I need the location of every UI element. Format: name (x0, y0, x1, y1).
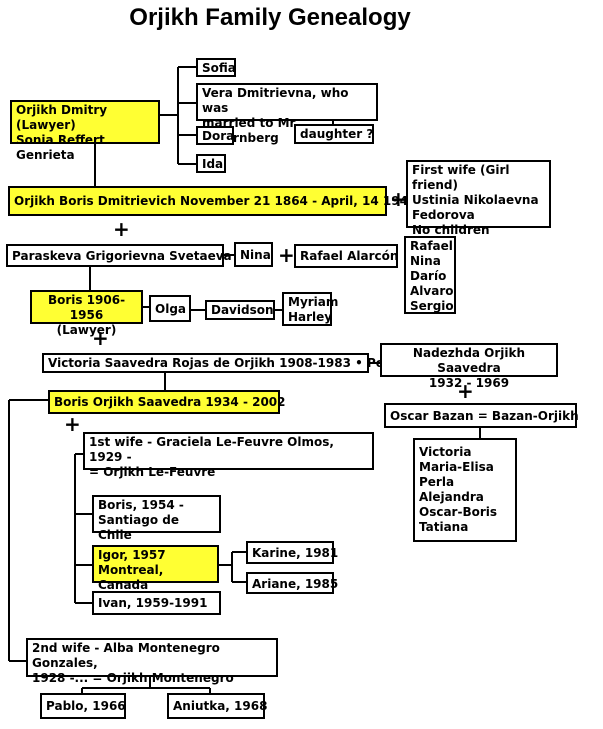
person-vera-dmitrievna: Vera Dmitrievna, who was married to Mr. … (196, 83, 378, 145)
person-oscar-bazan: Oscar Bazan = Bazan-Orjikh (384, 403, 579, 428)
person-dora: Dora (196, 126, 234, 145)
person-orjikh-dmitry: Orjikh Dmitry (Lawyer) Sonia Reffert Gen… (10, 100, 160, 162)
person-paraskeva-svetaeva: Paraskeva Grigorievna Svetaeva (6, 244, 232, 267)
plus-sign: + (64, 412, 81, 436)
person-nina: Nina (234, 242, 273, 267)
person-ivan-1959: Ivan, 1959-1991 (92, 591, 221, 615)
person-boris-1954: Boris, 1954 - Santiago de Chile (92, 495, 221, 542)
person-aniutka-1968: Aniutka, 1968 (167, 693, 267, 719)
plus-sign: + (390, 187, 407, 211)
person-sofia: Sofia (196, 58, 236, 77)
person-myriam-harley: Myriam Harley (282, 292, 338, 326)
person-rafael-alarcon: Rafael Alarcón (294, 244, 398, 268)
person-alba-montenegro: 2nd wife - Alba Montenegro Gonzales, 192… (26, 638, 278, 685)
plus-sign: + (92, 326, 109, 350)
person-davidson: Davidson (205, 300, 275, 320)
person-ida: Ida (196, 154, 226, 173)
person-pablo-1966: Pablo, 1966 (40, 693, 126, 719)
page-title: Orjikh Family Genealogy (129, 4, 411, 31)
person-orjikh-boris-dmitrievich: Orjikh Boris Dmitrievich November 21 186… (8, 186, 416, 216)
person-first-wife-ustinia: First wife (Girl friend) Ustinia Nikolae… (406, 160, 551, 237)
person-boris-1934: Boris Orjikh Saavedra 1934 - 2002 (48, 390, 286, 414)
person-olga: Olga (149, 295, 191, 322)
person-karine-1981: Karine, 1981 (246, 541, 338, 564)
person-victoria-saavedra: Victoria Saavedra Rojas de Orjikh 1908-1… (42, 353, 398, 373)
person-boris-1906: Boris 1906-1956 (Lawyer) (30, 290, 143, 337)
plus-sign: + (113, 217, 130, 241)
plus-sign: + (278, 243, 295, 267)
children-alarcon: Rafael Nina Darío Alvaro Sergio (404, 236, 456, 314)
person-daughter-unknown: daughter ? (294, 124, 374, 144)
person-nadezhda-orjikh: Nadezhda Orjikh Saavedra 1932 - 1969 (380, 343, 558, 390)
person-ariane-1985: Ariane, 1985 (246, 572, 338, 594)
person-graciela-le-feuvre: 1st wife - Graciela Le-Feuvre Olmos, 192… (83, 432, 374, 479)
person-igor-1957: Igor, 1957 Montreal, Canada (92, 545, 219, 592)
children-bazan-orjikh: Victoria Maria-Elisa Perla Alejandra Osc… (413, 438, 517, 542)
plus-sign: + (457, 379, 474, 403)
